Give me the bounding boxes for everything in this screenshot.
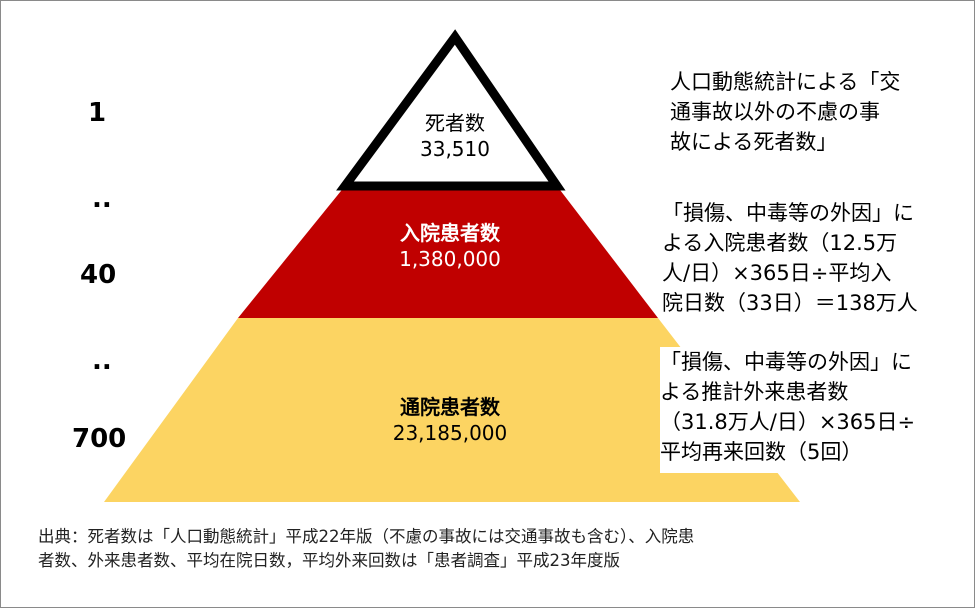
note-deaths: 人口動態統計による「交 通事故以外の不慮の事 故による死者数」 [670,67,960,157]
tier-label-inpatient: 入院患者数 1,380,000 [360,220,540,272]
ratio-dots-1: .. [92,184,112,214]
tier-title: 通院患者数 [400,395,500,419]
tier-title: 入院患者数 [400,221,500,245]
tier-label-deaths: 死者数 33,510 [395,110,515,162]
tier-title: 死者数 [425,111,485,135]
source-citation: 出典：死者数は「人口動態統計」平成22年版（不慮の事故には交通事故も含む）、入院… [38,527,695,570]
tier-value: 23,185,000 [392,421,508,445]
tier-value: 1,380,000 [399,247,501,271]
note-inpatient: 「損傷、中毒等の外因」に よる入院患者数（12.5万 人/日）×365日÷平均入… [662,198,962,318]
pyramid-tier-inpatient [238,186,658,318]
pyramid-tier-deaths [336,29,566,191]
note-outpatient: 「損傷、中毒等の外因」に よる推計外来患者数 （31.8万人/日）×365日÷ … [660,347,960,473]
ratio-label-700: 700 [72,424,127,454]
tier-value: 33,510 [420,137,490,161]
ratio-label-40: 40 [80,260,117,290]
ratio-dots-2: .. [92,346,112,376]
pyramid-tier-outpatient [104,318,800,502]
tier-label-outpatient: 通院患者数 23,185,000 [350,394,550,446]
ratio-label-1: 1 [88,98,107,128]
